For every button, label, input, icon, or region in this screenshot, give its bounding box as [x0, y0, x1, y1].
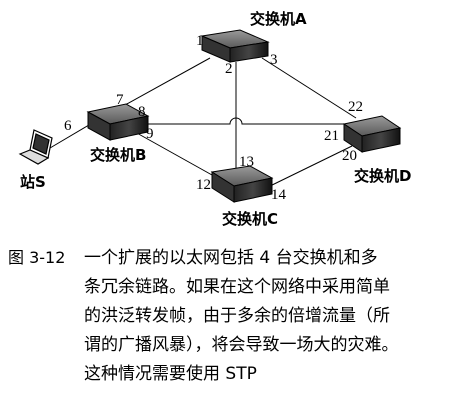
port-label: 8	[138, 104, 146, 120]
switch-label-d: 交换机D	[354, 167, 411, 185]
port-label: 13	[239, 154, 254, 170]
link-b-d	[142, 117, 344, 125]
link-s-b	[49, 121, 95, 149]
caption-line: 这种情况需要使用 STP	[84, 364, 257, 384]
caption-text: 一个扩展的以太网包括 4 台交换机和多 条冗余链路。如果在这个网络中采用简单 的…	[84, 244, 462, 389]
link-a-b	[115, 57, 211, 111]
port-label: 21	[324, 128, 339, 144]
port-label: 14	[271, 187, 287, 203]
switch-label-a: 交换机A	[250, 10, 307, 28]
switch-c	[210, 165, 274, 203]
laptop-icon	[18, 129, 53, 165]
port-label: 20	[342, 148, 357, 164]
link-c-d	[265, 145, 353, 189]
figure-number: 图 3-12	[8, 248, 66, 267]
caption-line: 条冗余链路。如果在这个网络中采用简单	[84, 277, 390, 297]
port-label: 2	[225, 61, 233, 77]
link-b-c	[134, 131, 213, 176]
link-a-d	[261, 57, 357, 119]
port-label: 9	[146, 126, 154, 142]
station-label: 站S	[20, 173, 46, 191]
port-label: 12	[196, 177, 211, 193]
port-label: 7	[116, 92, 124, 108]
port-label: 1	[196, 33, 204, 49]
links	[49, 57, 357, 189]
switch-d	[342, 115, 402, 153]
caption-line: 一个扩展的以太网包括 4 台交换机和多	[84, 248, 378, 268]
port-label: 3	[270, 52, 278, 68]
switch-a	[200, 29, 270, 63]
switch-label-c: 交换机C	[222, 210, 278, 228]
switch-b	[86, 103, 150, 141]
switch-label-b: 交换机B	[90, 146, 146, 164]
port-label: 6	[64, 118, 72, 134]
caption-line: 谓的广播风暴），将会导致一场大的灾难。	[84, 335, 399, 355]
network-topology-diagram: 交换机A 交换机B 交换机C 交换机D 站S 1 2 3 6 7 8 9 12 …	[18, 10, 411, 228]
port-label: 22	[348, 99, 363, 115]
caption-line: 的洪泛转发帧，由于多余的倍增流量（所	[84, 306, 390, 326]
